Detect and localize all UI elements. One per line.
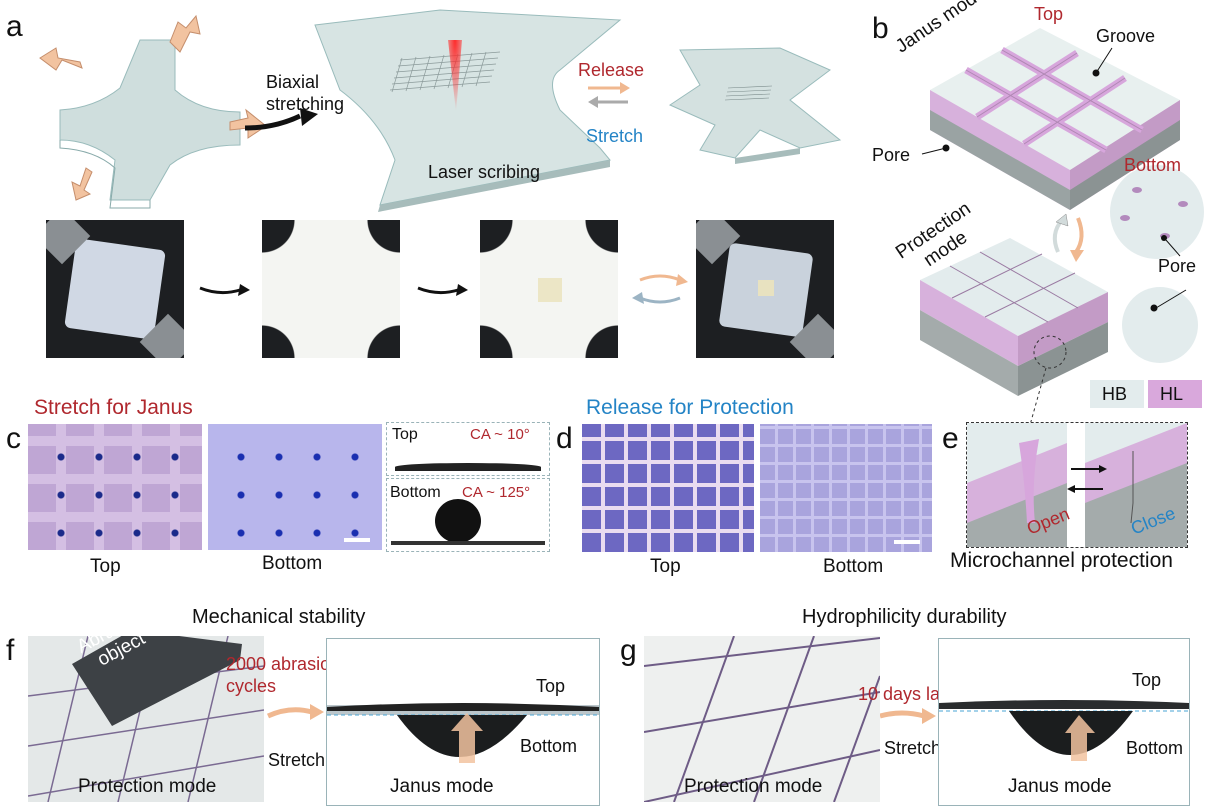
protection-mode-block: [920, 238, 1108, 426]
micrograph-c-bottom: [208, 424, 382, 550]
panel-f-protection-caption: Protection mode: [78, 776, 217, 797]
panel-label-e: e: [942, 422, 959, 455]
photo-stage-2: [262, 220, 400, 358]
panel-g-title: Hydrophilicity durability: [802, 606, 1007, 628]
micrograph-c-top: [28, 424, 202, 550]
panel-label-a: a: [6, 10, 23, 43]
janus-droplet-f: [326, 638, 600, 806]
panel-c-bottom-caption: Bottom: [262, 553, 323, 574]
microchannel-diagram: [966, 422, 1188, 548]
released-cross-sheet: [668, 47, 842, 164]
panel-f-janus-caption: Janus mode: [390, 776, 494, 797]
days-later-label: 10 days later: [858, 684, 962, 704]
contact-angle-top: [386, 422, 550, 476]
pore-label-top: Pore: [872, 145, 911, 165]
release-stretch-arrows: [588, 82, 630, 108]
panel-label-b: b: [872, 12, 889, 45]
photo-stage-4: [696, 220, 834, 358]
panel-d-heading: Release for Protection: [586, 396, 794, 419]
photo-stage-3: [480, 220, 618, 358]
panel-f-title: Mechanical stability: [192, 606, 366, 628]
panel-g-top-label: Top: [1132, 670, 1162, 690]
photo-stage-1: [46, 220, 184, 358]
ca-top-value: CA ~ 10°: [470, 426, 530, 443]
protection-photo-g: [644, 636, 880, 802]
top-label-b: Top: [1034, 4, 1064, 24]
panel-d-top-caption: Top: [650, 556, 681, 577]
abrasion-cycles-label: 2000 abrasion cycles: [226, 654, 341, 696]
legend-hb-swatch: [1090, 380, 1144, 408]
micrograph-d-top: [582, 424, 754, 552]
panel-g-protection-caption: Protection mode: [684, 776, 823, 797]
panel-f-top-label: Top: [536, 676, 566, 696]
panel-label-c: c: [6, 422, 21, 455]
micrograph-d-bottom: [760, 424, 932, 552]
stretch-arrows-a: [39, 14, 267, 201]
bottom-view-circle-protection: [1122, 287, 1198, 363]
stretched-cross-sheet: [314, 9, 622, 212]
panel-c-top-caption: Top: [90, 556, 121, 577]
ca-bottom-value: CA ~ 125°: [462, 484, 531, 501]
microchannel-caption: Microchannel protection: [950, 549, 1173, 572]
panel-label-g: g: [620, 634, 637, 667]
groove-label: Groove: [1096, 26, 1156, 46]
janus-pointer-lines: [921, 47, 1113, 155]
panel-d-bottom-caption: Bottom: [823, 556, 884, 577]
legend-hb-label: HB: [1102, 384, 1128, 404]
panel-label-d: d: [556, 422, 573, 455]
scale-bar-d: [894, 540, 920, 544]
panel-g-bottom-label: Bottom: [1126, 738, 1184, 758]
biaxial-stretching-label: Biaxial stretching: [266, 72, 345, 114]
photo-arrows: [199, 284, 468, 296]
unstretched-cross-sheet: [59, 39, 241, 209]
scale-bar-c: [344, 538, 370, 542]
release-label: Release: [578, 60, 645, 80]
panel-label-f: f: [6, 634, 15, 667]
bottom-label-b: Bottom: [1124, 155, 1182, 175]
laser-scribing-label: Laser scribing: [428, 162, 541, 182]
ca-top-label: Top: [392, 426, 418, 443]
ca-bottom-label: Bottom: [390, 484, 441, 501]
panel-c-heading: Stretch for Janus: [34, 396, 193, 419]
stretch-label: Stretch: [586, 126, 644, 146]
mode-switch-arrows: [1052, 213, 1084, 262]
legend-hl-label: HL: [1160, 384, 1184, 404]
panel-g-janus-caption: Janus mode: [1008, 776, 1112, 797]
janus-mode-block: [930, 28, 1180, 210]
bottom-view-circle: [1110, 165, 1204, 259]
legend-hl-swatch: [1148, 380, 1202, 408]
panel-g-stretch-label: Stretch: [884, 738, 942, 758]
panel-f-stretch-label: Stretch: [268, 750, 326, 770]
pore-label-bottom: Pore: [1158, 256, 1197, 276]
laser-beam: [448, 40, 462, 112]
photo-release-stretch-arrows: [632, 274, 688, 304]
contact-angle-bottom: [386, 478, 550, 552]
panel-f-bottom-label: Bottom: [520, 736, 578, 756]
abrasion-photo: [28, 636, 264, 802]
janus-droplet-g: [938, 638, 1190, 806]
